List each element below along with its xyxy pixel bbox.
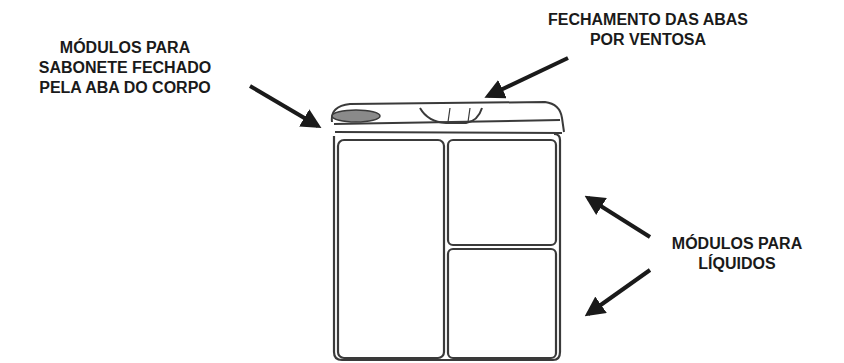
callout-label: FECHAMENTO DAS ABAS POR VENTOSA <box>530 10 766 50</box>
lid <box>332 102 564 133</box>
callout-label: MÓDULOS PARA SABONETE FECHADO PELA ABA D… <box>25 38 225 98</box>
soap-flap <box>332 110 380 122</box>
body <box>334 134 560 360</box>
leader-arrows <box>250 58 650 314</box>
callout-label: MÓDULOS PARA LÍQUIDOS <box>649 234 825 274</box>
